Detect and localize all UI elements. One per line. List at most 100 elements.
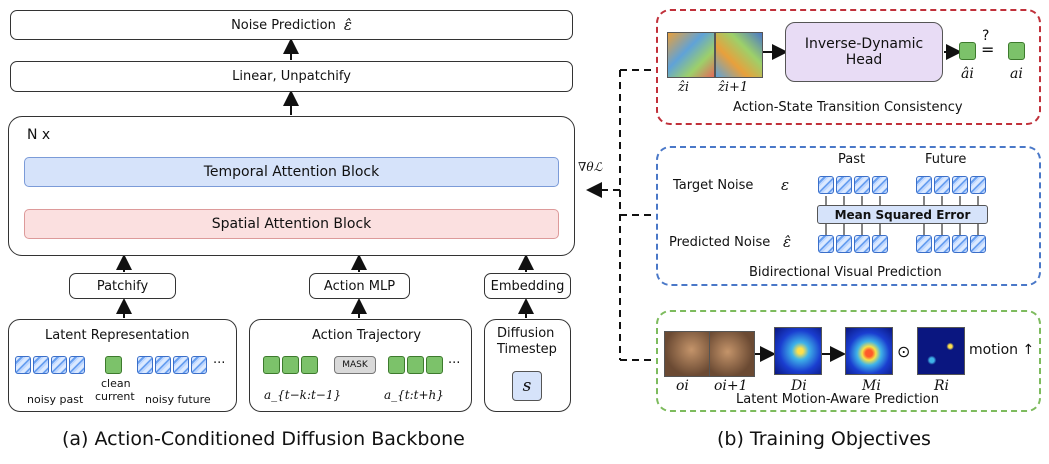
noisy-past-token <box>33 356 49 374</box>
noisy-future-token <box>191 356 207 374</box>
latent-representation-box: Latent Representation ··· noisy past cle… <box>8 319 237 412</box>
spatial-attention-label: Spatial Attention Block <box>211 216 372 232</box>
o-i-image <box>664 331 710 377</box>
noisy-future-token <box>137 356 153 374</box>
embedding-label: Embedding <box>490 278 565 294</box>
predicted-future-noise <box>952 235 968 253</box>
a-true-token <box>1008 42 1025 60</box>
mse-label: Mean Squared Error <box>834 207 971 222</box>
past-action-token <box>282 356 299 374</box>
predicted-future-noise <box>916 235 932 253</box>
motion-panel <box>656 310 1041 412</box>
predicted-future-noise <box>934 235 950 253</box>
predicted-future-noise <box>970 235 986 253</box>
clean-label: clean <box>101 377 131 390</box>
d-i-label: Di <box>791 378 807 394</box>
a-hat-token <box>959 42 976 60</box>
r-i-label: Ri <box>934 378 950 394</box>
linear-unpatchify-label: Linear, Unpatchify <box>232 69 351 84</box>
target-past-noise <box>836 176 852 194</box>
bidirectional-panel <box>656 146 1041 286</box>
z-i-label: ẑi <box>678 80 690 95</box>
target-future-noise <box>952 176 968 194</box>
inverse-dynamic-head: Inverse-Dynamic Head <box>785 22 943 82</box>
mask-label: MASK <box>342 360 368 370</box>
future-action-token <box>426 356 443 374</box>
predicted-past-noise <box>854 235 870 253</box>
action-mlp-box: Action MLP <box>309 273 410 299</box>
past-action-token <box>301 356 318 374</box>
noise-prediction-label: Noise Prediction <box>231 17 336 33</box>
target-epsilon: ε <box>781 176 790 194</box>
predicted-past-noise <box>818 235 834 253</box>
noisy-past-token <box>15 356 31 374</box>
action-ellipsis: ··· <box>448 356 461 371</box>
embedding-box: Embedding <box>484 273 571 299</box>
noise-prediction-box: Noise Prediction ε̂ <box>10 10 573 40</box>
latent-title: Latent Representation <box>45 328 190 343</box>
consistency-title: Action-State Transition Consistency <box>733 100 963 115</box>
noisy-future-token <box>173 356 189 374</box>
timestep-label: Timestep <box>497 342 557 357</box>
consistency-panel <box>656 9 1041 125</box>
bidirectional-title: Bidirectional Visual Prediction <box>749 265 942 280</box>
motion-title: Latent Motion-Aware Prediction <box>736 392 939 407</box>
future-action-token <box>407 356 424 374</box>
target-noise-label: Target Noise <box>673 178 754 193</box>
o-i1-image <box>709 331 755 377</box>
head-label-2: Head <box>845 52 883 68</box>
o-i1-label: oi+1 <box>714 378 748 394</box>
transformer-block: N x Temporal Attention Block Spatial Att… <box>8 116 575 256</box>
a-true-label: ai <box>1010 66 1023 82</box>
mse-connectors <box>825 196 979 235</box>
noisy-future-label: noisy future <box>145 393 211 406</box>
action-mlp-label: Action MLP <box>323 278 396 294</box>
current-label: current <box>95 390 135 403</box>
head-label-1: Inverse-Dynamic <box>804 36 924 52</box>
target-future-noise <box>916 176 932 194</box>
noisy-past-token <box>51 356 67 374</box>
gradient-label: ∇θℒ <box>578 160 603 174</box>
question-mark: ? <box>982 28 990 44</box>
future-action-token <box>388 356 405 374</box>
clean-current-token <box>105 356 122 374</box>
action-title: Action Trajectory <box>312 328 422 343</box>
predicted-past-noise <box>872 235 888 253</box>
z-i1-image <box>715 32 763 78</box>
past-action-token <box>263 356 280 374</box>
s-symbol: s <box>522 376 532 396</box>
predicted-epsilon: ε̂ <box>783 233 792 251</box>
z-i-image <box>667 32 715 78</box>
compare-equals: = <box>981 40 995 59</box>
a-hat-label: âi <box>961 66 974 82</box>
patchify-label: Patchify <box>96 278 149 294</box>
future-action-label: a_{t:t+h} <box>384 388 444 402</box>
diffusion-timestep-box: Diffusion Timestep s <box>484 319 571 412</box>
noisy-future-token <box>155 356 171 374</box>
noisy-past-token <box>69 356 85 374</box>
d-i-image <box>774 327 822 375</box>
target-future-noise <box>970 176 986 194</box>
timestep-token: s <box>512 371 542 401</box>
caption-b: (b) Training Objectives <box>717 428 931 450</box>
mse-box: Mean Squared Error <box>817 205 988 224</box>
future-label: Future <box>925 152 967 167</box>
caption-a: (a) Action-Conditioned Diffusion Backbon… <box>62 428 465 450</box>
past-label: Past <box>838 152 866 167</box>
temporal-attention-label: Temporal Attention Block <box>203 164 380 180</box>
r-i-image <box>917 327 965 375</box>
motion-up-label: motion ↑ <box>969 342 1035 358</box>
target-past-noise <box>818 176 834 194</box>
diffusion-label: Diffusion <box>497 326 555 341</box>
nx-label: N x <box>27 127 51 143</box>
mask-token: MASK <box>334 356 376 374</box>
patchify-box: Patchify <box>69 273 176 299</box>
linear-unpatchify-box: Linear, Unpatchify <box>10 61 573 92</box>
m-i-label: Mi <box>862 378 881 394</box>
m-i-image <box>845 327 893 375</box>
z-i1-label: ẑi+1 <box>718 80 749 95</box>
action-trajectory-box: Action Trajectory MASK ··· a_{t−k:t−1} a… <box>249 319 472 412</box>
target-future-noise <box>934 176 950 194</box>
spatial-attention-block: Spatial Attention Block <box>24 209 559 239</box>
epsilon-hat-symbol: ε̂ <box>343 16 352 34</box>
